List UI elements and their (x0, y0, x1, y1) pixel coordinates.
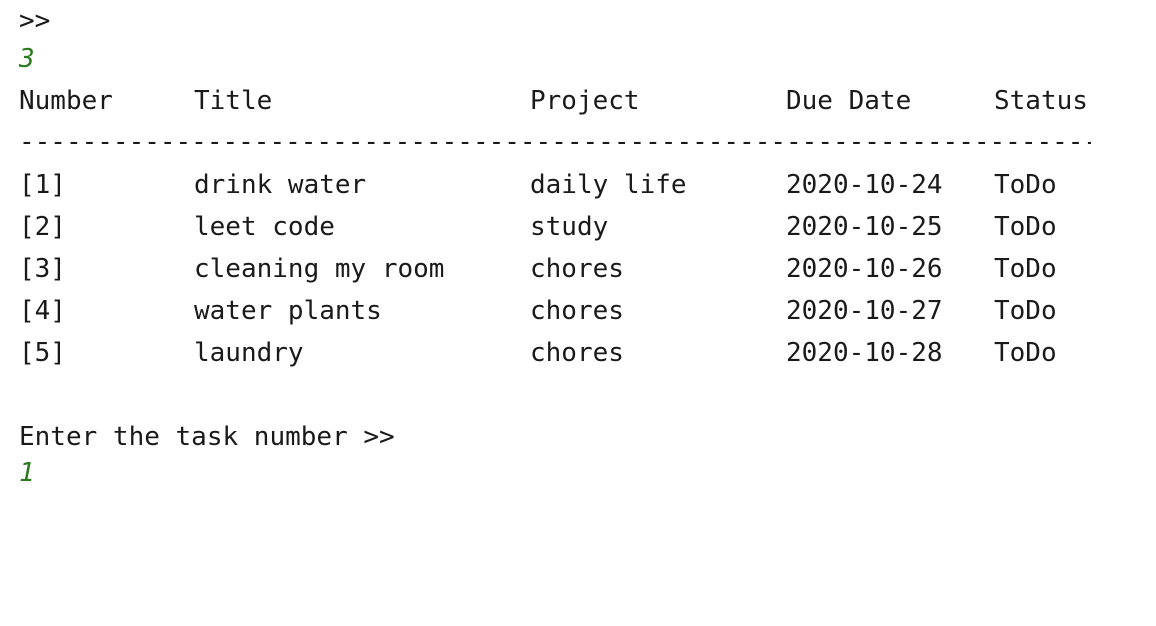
row-number: [5] (19, 338, 66, 368)
table-header: Number Title Project Due Date Status (19, 80, 1119, 122)
row-number: [2] (19, 212, 66, 242)
row-project: study (530, 212, 609, 242)
row-due-date: 2020-10-27 (786, 296, 943, 326)
row-status: ToDo (994, 212, 1057, 242)
row-project: daily life (530, 170, 687, 200)
row-project: chores (530, 296, 624, 326)
table-row: [1] drink water daily life 2020-10-24 To… (19, 164, 1119, 206)
task-number-prompt: Enter the task number >> (19, 422, 395, 452)
row-status: ToDo (994, 170, 1057, 200)
table-row: [5] laundry chores 2020-10-28 ToDo (19, 332, 1119, 374)
table-row: [4] water plants chores 2020-10-27 ToDo (19, 290, 1119, 332)
row-title: leet code (194, 212, 335, 242)
row-project: chores (530, 254, 624, 284)
table-divider: ----------------------------------------… (19, 127, 1091, 157)
row-due-date: 2020-10-28 (786, 338, 943, 368)
row-title: water plants (194, 296, 382, 326)
header-title: Title (194, 86, 273, 116)
header-due-date: Due Date (786, 86, 912, 116)
user-input-menu-choice: 3 (19, 44, 35, 74)
table-row: [2] leet code study 2020-10-25 ToDo (19, 206, 1119, 248)
row-project: chores (530, 338, 624, 368)
header-number: Number (19, 86, 113, 116)
header-status: Status (994, 86, 1088, 116)
row-status: ToDo (994, 338, 1057, 368)
user-input-task-number: 1 (19, 458, 35, 488)
row-number: [1] (19, 170, 66, 200)
row-number: [4] (19, 296, 66, 326)
row-due-date: 2020-10-25 (786, 212, 943, 242)
console-prompt: >> (19, 6, 51, 36)
row-status: ToDo (994, 296, 1057, 326)
row-title: cleaning my room (194, 254, 445, 284)
row-due-date: 2020-10-24 (786, 170, 943, 200)
row-status: ToDo (994, 254, 1057, 284)
table-row: [3] cleaning my room chores 2020-10-26 T… (19, 248, 1119, 290)
row-due-date: 2020-10-26 (786, 254, 943, 284)
console-output: >> 3 Number Title Project Due Date Statu… (19, 6, 1119, 488)
header-project: Project (530, 86, 640, 116)
row-title: drink water (194, 170, 367, 200)
row-number: [3] (19, 254, 66, 284)
row-title: laundry (194, 338, 304, 368)
